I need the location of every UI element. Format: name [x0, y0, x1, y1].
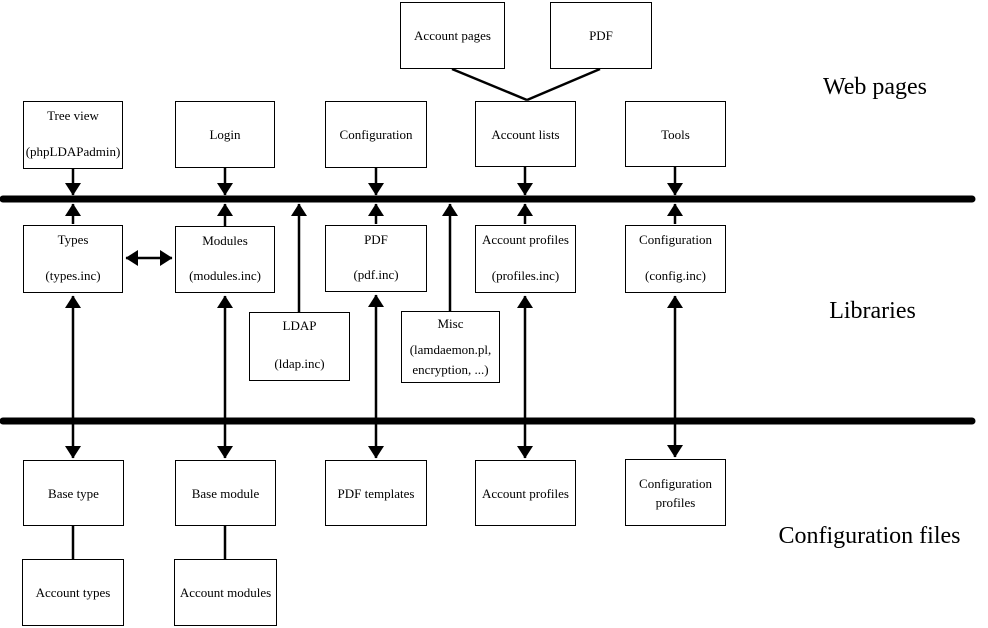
line-account-pages-to-account-lists — [451, 67, 528, 102]
box-ldap-line1: LDAP — [282, 318, 317, 333]
box-tools-label: Tools — [661, 126, 690, 142]
box-pdf-top-label: PDF — [589, 28, 613, 43]
box-pdf-templates-label: PDF templates — [337, 485, 415, 501]
box-ldap-line2: (ldap.inc) — [274, 356, 325, 371]
box-account-profiles-lib-line2: (profiles.inc) — [491, 268, 560, 283]
box-base-type-label: Base type — [48, 485, 99, 501]
box-tree-view-line1: Tree view — [47, 108, 99, 123]
box-login-label: Login — [209, 127, 241, 142]
box-configuration-lib: Configuration (config.inc) — [625, 225, 726, 293]
box-configuration-profiles-line2: profiles — [655, 494, 696, 510]
box-pdf-templates: PDF templates — [325, 460, 427, 526]
box-misc-lines: (lamdaemon.pl, encryption, ...) — [410, 340, 492, 380]
box-configuration-web: Configuration — [325, 101, 427, 168]
box-tree-view-line2: (phpLDAPadmin) — [25, 144, 121, 159]
box-account-profiles-lib-line1: Account profiles — [481, 232, 569, 247]
box-ldap: LDAP (ldap.inc) — [249, 312, 350, 381]
box-base-type: Base type — [23, 460, 124, 526]
box-tree-view: Tree view (phpLDAPadmin) — [23, 101, 123, 169]
box-pdf-lib-line2: (pdf.inc) — [353, 267, 399, 282]
box-types-line1: Types — [57, 232, 89, 247]
box-types: Types (types.inc) — [23, 225, 123, 293]
label-configuration-files: Configuration files — [778, 523, 961, 549]
box-account-modules: Account modules — [174, 559, 277, 626]
box-configuration-profiles-lines: Configuration profiles — [639, 474, 712, 512]
box-account-profiles-file-label: Account profiles — [481, 485, 569, 501]
box-configuration-lib-line2: (config.inc) — [644, 268, 706, 283]
box-misc: Misc (lamdaemon.pl, encryption, ...) — [401, 311, 500, 383]
box-account-profiles-lib: Account profiles (profiles.inc) — [475, 225, 576, 293]
box-base-module: Base module — [175, 460, 276, 526]
label-web-pages: Web pages — [822, 74, 928, 100]
box-configuration-profiles-line1: Configuration — [639, 475, 712, 491]
box-account-lists-label: Account lists — [491, 126, 560, 142]
box-misc-line1: Misc — [437, 316, 464, 331]
box-base-module-label: Base module — [191, 485, 260, 501]
box-configuration-lib-line1: Configuration — [639, 232, 712, 247]
box-account-lists: Account lists — [475, 101, 576, 167]
box-modules-line1: Modules — [202, 233, 248, 248]
box-pdf-top: PDF — [550, 2, 652, 69]
box-configuration-web-label: Configuration — [339, 127, 413, 142]
box-types-line2: (types.inc) — [45, 268, 101, 283]
box-misc-line3: encryption, ...) — [412, 362, 489, 377]
box-account-pages-label: Account pages — [414, 28, 491, 43]
box-pdf-lib: PDF (pdf.inc) — [325, 225, 427, 292]
box-login: Login — [175, 101, 275, 168]
box-account-profiles-file: Account profiles — [475, 460, 576, 526]
label-libraries: Libraries — [829, 298, 916, 324]
box-account-modules-label: Account modules — [179, 585, 272, 600]
box-account-types-label: Account types — [35, 585, 111, 600]
box-modules-line2: (modules.inc) — [189, 268, 261, 283]
box-modules: Modules (modules.inc) — [175, 226, 275, 293]
box-configuration-profiles: Configuration profiles — [625, 459, 726, 526]
box-account-types: Account types — [22, 559, 124, 626]
box-account-pages: Account pages — [400, 2, 505, 69]
line-pdf-to-account-lists — [526, 67, 601, 102]
box-tools: Tools — [625, 101, 726, 167]
box-pdf-lib-line1: PDF — [364, 232, 388, 247]
box-misc-line2: (lamdaemon.pl, — [409, 342, 492, 357]
